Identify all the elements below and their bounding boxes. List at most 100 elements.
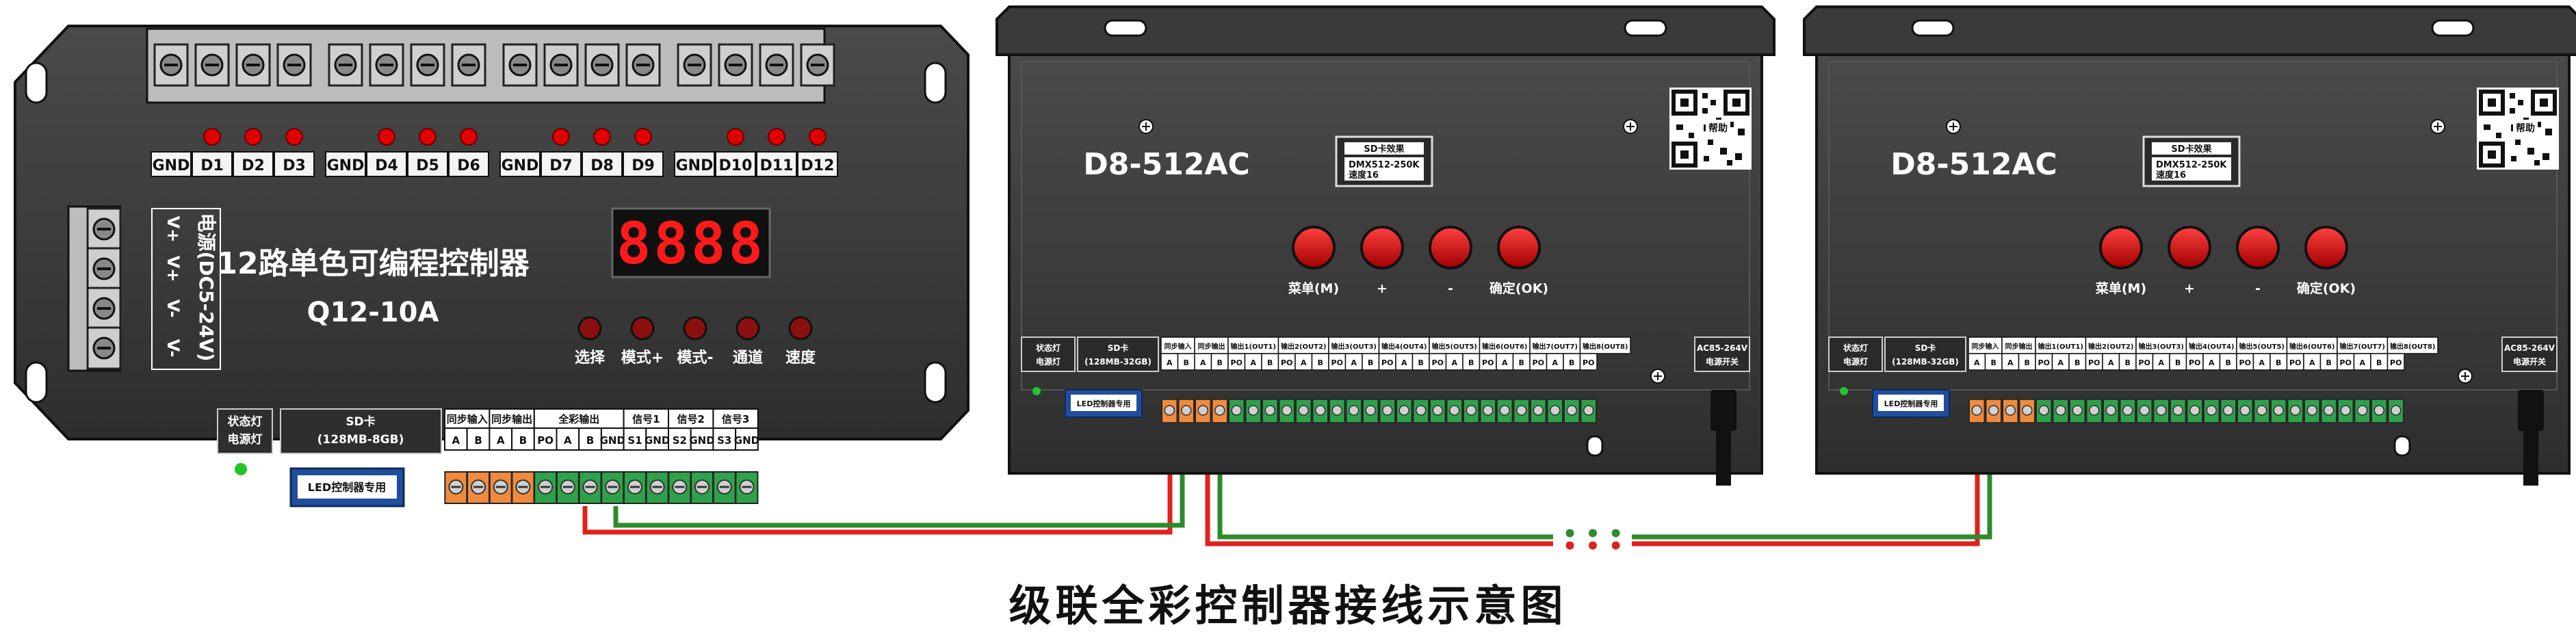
output-screw-terminal[interactable] [1530, 399, 1546, 423]
output-screw-terminal[interactable] [1547, 399, 1563, 423]
output-screw-terminal[interactable] [489, 471, 513, 505]
control-button[interactable] [577, 316, 602, 341]
output-screw-terminal[interactable] [1496, 399, 1513, 423]
output-screw-terminal[interactable] [1295, 399, 1312, 423]
output-screw-terminal[interactable] [2069, 399, 2085, 423]
screw-terminal[interactable] [194, 43, 230, 87]
output-screw-terminal[interactable] [1312, 399, 1329, 423]
output-screw-terminal[interactable] [1245, 399, 1262, 423]
output-screw-terminal[interactable] [2254, 399, 2270, 423]
output-screw-terminal[interactable] [1228, 399, 1245, 423]
output-screw-terminal[interactable] [2270, 399, 2287, 423]
screw-terminal[interactable] [153, 43, 189, 87]
output-screw-terminal[interactable] [1178, 399, 1195, 423]
channel-label: D6 [457, 157, 480, 174]
output-screw-terminal[interactable] [2153, 399, 2170, 423]
control-button[interactable] [2099, 226, 2143, 269]
screw-terminal[interactable] [800, 43, 835, 87]
output-screw-terminal[interactable] [556, 471, 580, 505]
output-screw-terminal[interactable] [2304, 399, 2320, 423]
output-screw-terminal[interactable] [1329, 399, 1345, 423]
output-screw-terminal[interactable] [1396, 399, 1412, 423]
screw-terminal[interactable] [677, 43, 712, 87]
output-screw-terminal[interactable] [1413, 399, 1429, 423]
output-screw-terminal[interactable] [2388, 399, 2404, 423]
output-screw-terminal[interactable] [1195, 399, 1211, 423]
control-button[interactable] [1497, 226, 1541, 269]
output-screw-terminal[interactable] [2187, 399, 2203, 423]
output-screw-terminal[interactable] [1463, 399, 1479, 423]
output-screw-terminal[interactable] [2053, 399, 2069, 423]
output-screw-terminal[interactable] [578, 471, 603, 505]
output-screw-terminal[interactable] [466, 471, 491, 505]
output-screw-terminal[interactable] [690, 471, 714, 505]
output-screw-terminal[interactable] [2019, 399, 2035, 423]
output-screw-terminal[interactable] [1262, 399, 1278, 423]
output-screw-terminal[interactable] [2354, 399, 2371, 423]
screw-terminal[interactable] [451, 43, 486, 87]
output-screw-terminal[interactable] [2203, 399, 2220, 423]
control-button[interactable] [1429, 226, 1472, 269]
control-button[interactable] [788, 316, 813, 341]
output-screw-terminal[interactable] [1379, 399, 1396, 423]
output-screw-terminal[interactable] [1986, 399, 2002, 423]
output-screw-terminal[interactable] [1480, 399, 1496, 423]
output-screw-terminal[interactable] [533, 471, 558, 505]
output-screw-terminal[interactable] [1513, 399, 1530, 423]
control-button[interactable] [1360, 226, 1404, 269]
control-button[interactable] [2168, 226, 2211, 269]
output-screw-terminal[interactable] [1429, 399, 1446, 423]
output-screw-terminal[interactable] [510, 471, 535, 505]
output-screw-terminal[interactable] [443, 471, 468, 505]
control-button[interactable] [683, 316, 707, 341]
control-button[interactable] [2236, 226, 2280, 269]
screw-terminal[interactable] [759, 43, 794, 87]
output-screw-terminal[interactable] [2287, 399, 2304, 423]
output-screw-terminal[interactable] [600, 471, 625, 505]
output-screw-terminal[interactable] [2321, 399, 2337, 423]
screw-terminal[interactable] [235, 43, 271, 87]
output-screw-terminal[interactable] [2136, 399, 2152, 423]
control-button[interactable] [2304, 226, 2348, 269]
output-screw-terminal[interactable] [2002, 399, 2018, 423]
screw-terminal[interactable] [369, 43, 404, 87]
screw-terminal[interactable] [625, 43, 661, 87]
output-screw-terminal[interactable] [667, 471, 692, 505]
output-screw-terminal[interactable] [1968, 399, 1985, 423]
control-button[interactable] [630, 316, 655, 341]
screw-terminal[interactable] [718, 43, 753, 87]
output-screw-terminal[interactable] [734, 471, 759, 505]
output-screw-terminal[interactable] [2120, 399, 2136, 423]
output-screw-terminal[interactable] [1346, 399, 1362, 423]
output-screw-terminal[interactable] [2337, 399, 2354, 423]
output-screw-terminal[interactable] [2237, 399, 2253, 423]
screw-terminal[interactable] [276, 43, 312, 87]
screw-terminal[interactable] [584, 43, 620, 87]
output-screw-terminal[interactable] [2086, 399, 2103, 423]
power-screw-terminal[interactable] [86, 287, 122, 330]
output-screw-terminal[interactable] [712, 471, 737, 505]
power-screw-terminal[interactable] [86, 326, 122, 370]
output-screw-terminal[interactable] [2170, 399, 2186, 423]
screw-terminal[interactable] [328, 43, 363, 87]
output-screw-terminal[interactable] [1563, 399, 1580, 423]
output-screw-terminal[interactable] [1362, 399, 1379, 423]
output-screw-terminal[interactable] [1212, 399, 1228, 423]
power-screw-terminal[interactable] [86, 247, 122, 291]
output-screw-terminal[interactable] [623, 471, 647, 505]
control-button[interactable] [736, 316, 760, 341]
output-screw-terminal[interactable] [1580, 399, 1597, 423]
screw-terminal[interactable] [410, 43, 445, 87]
output-screw-terminal[interactable] [2103, 399, 2119, 423]
output-screw-terminal[interactable] [645, 471, 670, 505]
output-screw-terminal[interactable] [1161, 399, 1178, 423]
control-button[interactable] [1292, 226, 1336, 269]
screw-terminal[interactable] [502, 43, 538, 87]
output-screw-terminal[interactable] [2035, 399, 2052, 423]
screw-terminal[interactable] [543, 43, 579, 87]
power-screw-terminal[interactable] [86, 207, 122, 251]
output-screw-terminal[interactable] [1446, 399, 1463, 423]
output-screw-terminal[interactable] [2371, 399, 2387, 423]
output-screw-terminal[interactable] [2220, 399, 2237, 423]
output-screw-terminal[interactable] [1279, 399, 1295, 423]
